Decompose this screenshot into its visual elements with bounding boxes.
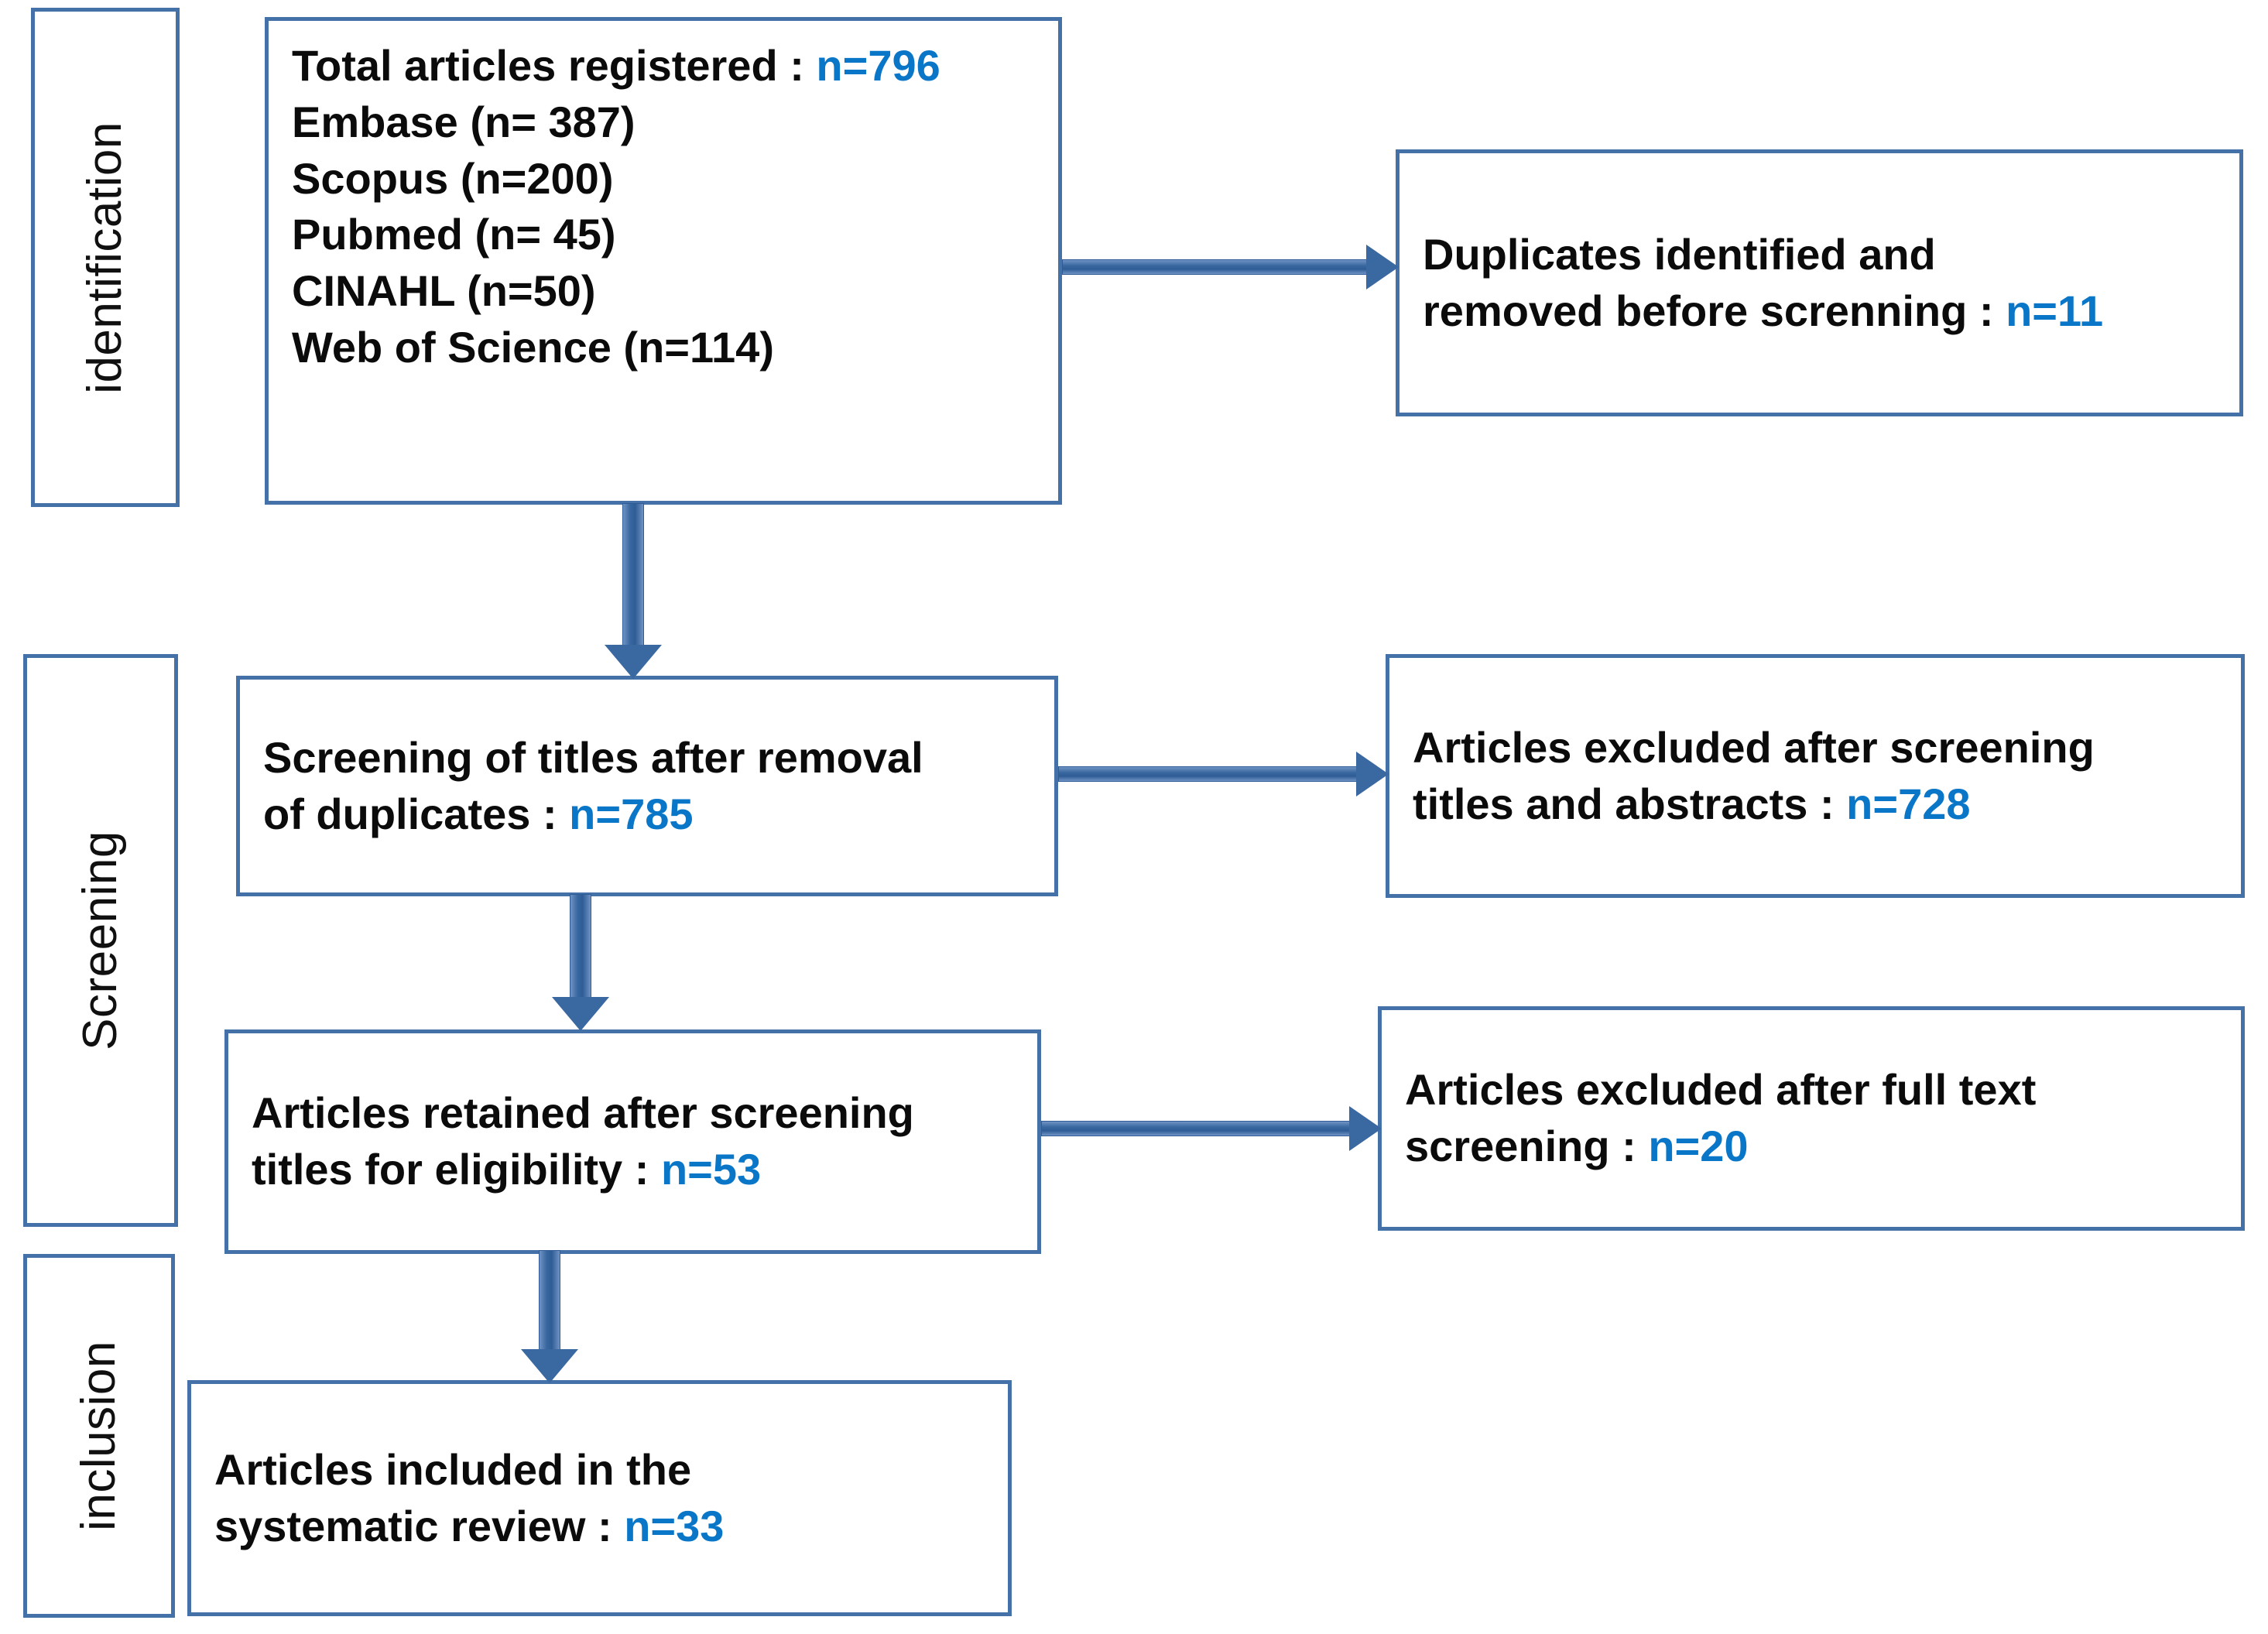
arrow-head xyxy=(1349,1106,1382,1151)
arrow-head xyxy=(605,645,662,679)
arrow-shaft xyxy=(622,503,644,646)
duplicates-line-1: Duplicates identified and xyxy=(1423,229,1936,279)
retained-line-2: titles for eligibility : n=53 xyxy=(252,1145,762,1194)
source-line-scopus: Scopus (n=200) xyxy=(292,153,614,203)
box-retained-eligibility: Articles retained after screening titles… xyxy=(224,1029,1041,1254)
box-screening-titles: Screening of titles after removal of dup… xyxy=(236,676,1058,896)
stage-label-identification-text: identification xyxy=(78,121,132,394)
screening-titles-line-1: Screening of titles after removal xyxy=(263,732,923,782)
arrow-head xyxy=(521,1349,578,1383)
box-screening-titles-content: Screening of titles after removal of dup… xyxy=(240,680,1054,892)
box-identification-sources: Total articles registered : n=796 Embase… xyxy=(265,17,1062,505)
box-included-review: Articles included in the systematic revi… xyxy=(187,1380,1012,1616)
box-excluded-titles-abstracts-content: Articles excluded after screening titles… xyxy=(1389,658,2241,894)
source-line-web-of-science: Web of Science (n=114) xyxy=(292,322,774,372)
screening-titles-line-2: of duplicates : n=785 xyxy=(263,789,694,838)
arrow-head xyxy=(552,997,609,1031)
box-duplicates-removed: Duplicates identified and removed before… xyxy=(1396,149,2243,416)
stage-label-screening-text: Screening xyxy=(74,831,127,1050)
source-line-pubmed: Pubmed (n= 45) xyxy=(292,210,616,259)
retained-line-1: Articles retained after screening xyxy=(252,1088,914,1138)
arrow-shaft xyxy=(1058,766,1358,782)
arrow-shaft xyxy=(1041,1121,1351,1136)
stage-label-inclusion-text: inclusion xyxy=(72,1341,125,1531)
included-review-line-2: systematic review : n=33 xyxy=(214,1501,725,1550)
arrow-shaft xyxy=(539,1250,560,1351)
box-excluded-fulltext-content: Articles excluded after full text screen… xyxy=(1382,1010,2241,1227)
excluded-titles-line-1: Articles excluded after screening xyxy=(1413,722,2095,772)
source-line-embase: Embase (n= 387) xyxy=(292,97,636,146)
stage-label-screening: Screening xyxy=(23,654,178,1227)
box-retained-eligibility-content: Articles retained after screening titles… xyxy=(228,1033,1037,1250)
excluded-titles-line-2: titles and abstracts : n=728 xyxy=(1413,779,1971,828)
arrow-head xyxy=(1366,245,1399,289)
arrow-shaft xyxy=(1062,259,1368,275)
excluded-fulltext-line-1: Articles excluded after full text xyxy=(1405,1065,2037,1115)
box-excluded-fulltext: Articles excluded after full text screen… xyxy=(1378,1006,2245,1231)
included-review-line-1: Articles included in the xyxy=(214,1444,692,1494)
source-line-total: Total articles registered : n=796 xyxy=(292,41,940,90)
duplicates-line-2: removed before screnning : n=11 xyxy=(1423,286,2104,335)
source-line-cinahl: CINAHL (n=50) xyxy=(292,266,596,316)
excluded-fulltext-line-2: screening : n=20 xyxy=(1405,1122,1749,1170)
arrow-head xyxy=(1356,752,1389,796)
stage-label-identification: identification xyxy=(31,8,180,507)
box-included-review-content: Articles included in the systematic revi… xyxy=(191,1384,1008,1612)
arrow-shaft xyxy=(570,894,591,999)
box-duplicates-removed-content: Duplicates identified and removed before… xyxy=(1400,153,2239,413)
stage-label-inclusion: inclusion xyxy=(23,1254,175,1618)
box-excluded-titles-abstracts: Articles excluded after screening titles… xyxy=(1386,654,2245,898)
box-identification-sources-content: Total articles registered : n=796 Embase… xyxy=(269,21,1058,501)
